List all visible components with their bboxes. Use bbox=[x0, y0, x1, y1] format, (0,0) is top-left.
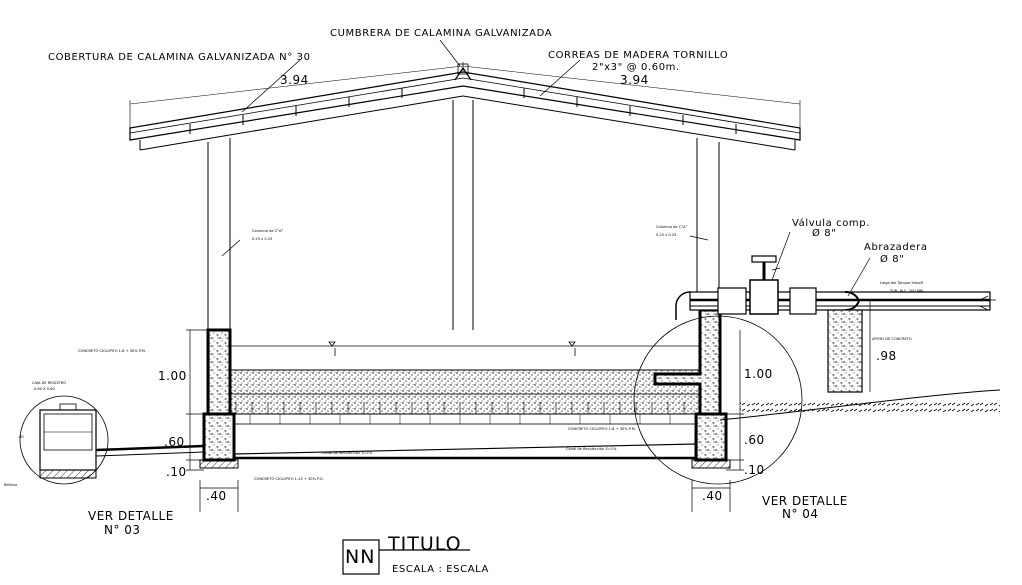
apoyo-label: APOYO DE CONCRETO bbox=[872, 337, 912, 341]
title-number: NN bbox=[345, 546, 375, 568]
columna-left-size: 0.25 x 0.25 bbox=[252, 237, 272, 241]
ver-detalle-left: VER DETALLE bbox=[88, 509, 174, 523]
columna-right-label: Columna de C°A° bbox=[656, 225, 688, 229]
annotations: CUMBRERA DE CALAMINA GALVANIZADA COBERTU… bbox=[4, 28, 928, 537]
title-text: TITULO bbox=[387, 533, 462, 555]
dim-10-right: .10 bbox=[744, 463, 765, 477]
ver-detalle-left-number: N° 03 bbox=[104, 523, 141, 537]
dim-60-right: .60 bbox=[744, 433, 765, 447]
canal-right-label: Canal de Recolección S=1% bbox=[566, 447, 617, 451]
valvula-label: Válvula comp. bbox=[792, 217, 870, 229]
dim-60-left: .60 bbox=[164, 435, 185, 449]
span-right-dimension: 3.94 bbox=[620, 73, 649, 87]
box-height-dimension: .60 bbox=[18, 435, 24, 439]
left-drain bbox=[19, 395, 205, 485]
concreto-bottom-label: CONCRETO CICLOPEO 1:10 + 30% P.G. bbox=[254, 477, 324, 481]
dim-40-right: .40 bbox=[702, 489, 723, 503]
correas-spacing-label: 2"x3" @ 0.60m. bbox=[592, 62, 680, 73]
span-left-dimension: 3.94 bbox=[280, 73, 309, 87]
abrazadera-size: Ø 8" bbox=[880, 253, 904, 265]
dim-40-left: .40 bbox=[206, 489, 227, 503]
concreto-top-label: CONCRETO CICLOPEO 1:8 + 30% P.M. bbox=[78, 349, 146, 353]
ver-detalle-right-number: N° 04 bbox=[782, 507, 819, 521]
cumbrera-label: CUMBRERA DE CALAMINA GALVANIZADA bbox=[330, 28, 552, 39]
roof bbox=[129, 62, 801, 151]
columns bbox=[207, 100, 720, 330]
caja-size: 0.60 X 0.60 bbox=[34, 387, 55, 391]
columna-right-size: 0.25 x 0.25 bbox=[656, 233, 676, 237]
drying-bed-tank bbox=[199, 308, 731, 469]
abrazadera-label: Abrazadera bbox=[864, 242, 928, 253]
title-block: NN TITULO ESCALA : ESCALA bbox=[342, 533, 489, 575]
ver-detalle-right: VER DETALLE bbox=[762, 494, 848, 508]
caja-label: CAJA DE REGISTRO bbox=[32, 381, 66, 385]
water-level-markers bbox=[328, 341, 576, 356]
relleno-label: Relleno bbox=[4, 483, 17, 487]
correas-label: CORREAS DE MADERA TORNILLO bbox=[548, 50, 728, 61]
dim-100-right: 1.00 bbox=[744, 367, 773, 381]
llega-pipe: TUB. ALC. 200 MM. bbox=[889, 289, 924, 293]
cobertura-label: COBERTURA DE CALAMINA GALVANIZADA N° 30 bbox=[48, 52, 311, 63]
llega-label: Llega del Tanque Imhoff bbox=[880, 281, 923, 285]
columna-left-label: Columna de C°A° bbox=[252, 229, 284, 233]
dim-100-left: 1.00 bbox=[158, 369, 187, 383]
purlins bbox=[189, 88, 737, 134]
concreto-right-label: CONCRETO CICLOPEO 1:8 + 30% P.M. bbox=[568, 427, 636, 431]
dim-10-left: .10 bbox=[166, 465, 187, 479]
valvula-size: Ø 8" bbox=[812, 227, 836, 239]
dim-98: .98 bbox=[876, 349, 897, 363]
title-scale: ESCALA : ESCALA bbox=[392, 564, 489, 575]
inlet-piping bbox=[633, 255, 1001, 485]
canal-left-label: Canal de Recolección S=1% bbox=[322, 451, 373, 455]
leader-lines bbox=[221, 39, 871, 297]
dimension-lines bbox=[186, 300, 871, 512]
